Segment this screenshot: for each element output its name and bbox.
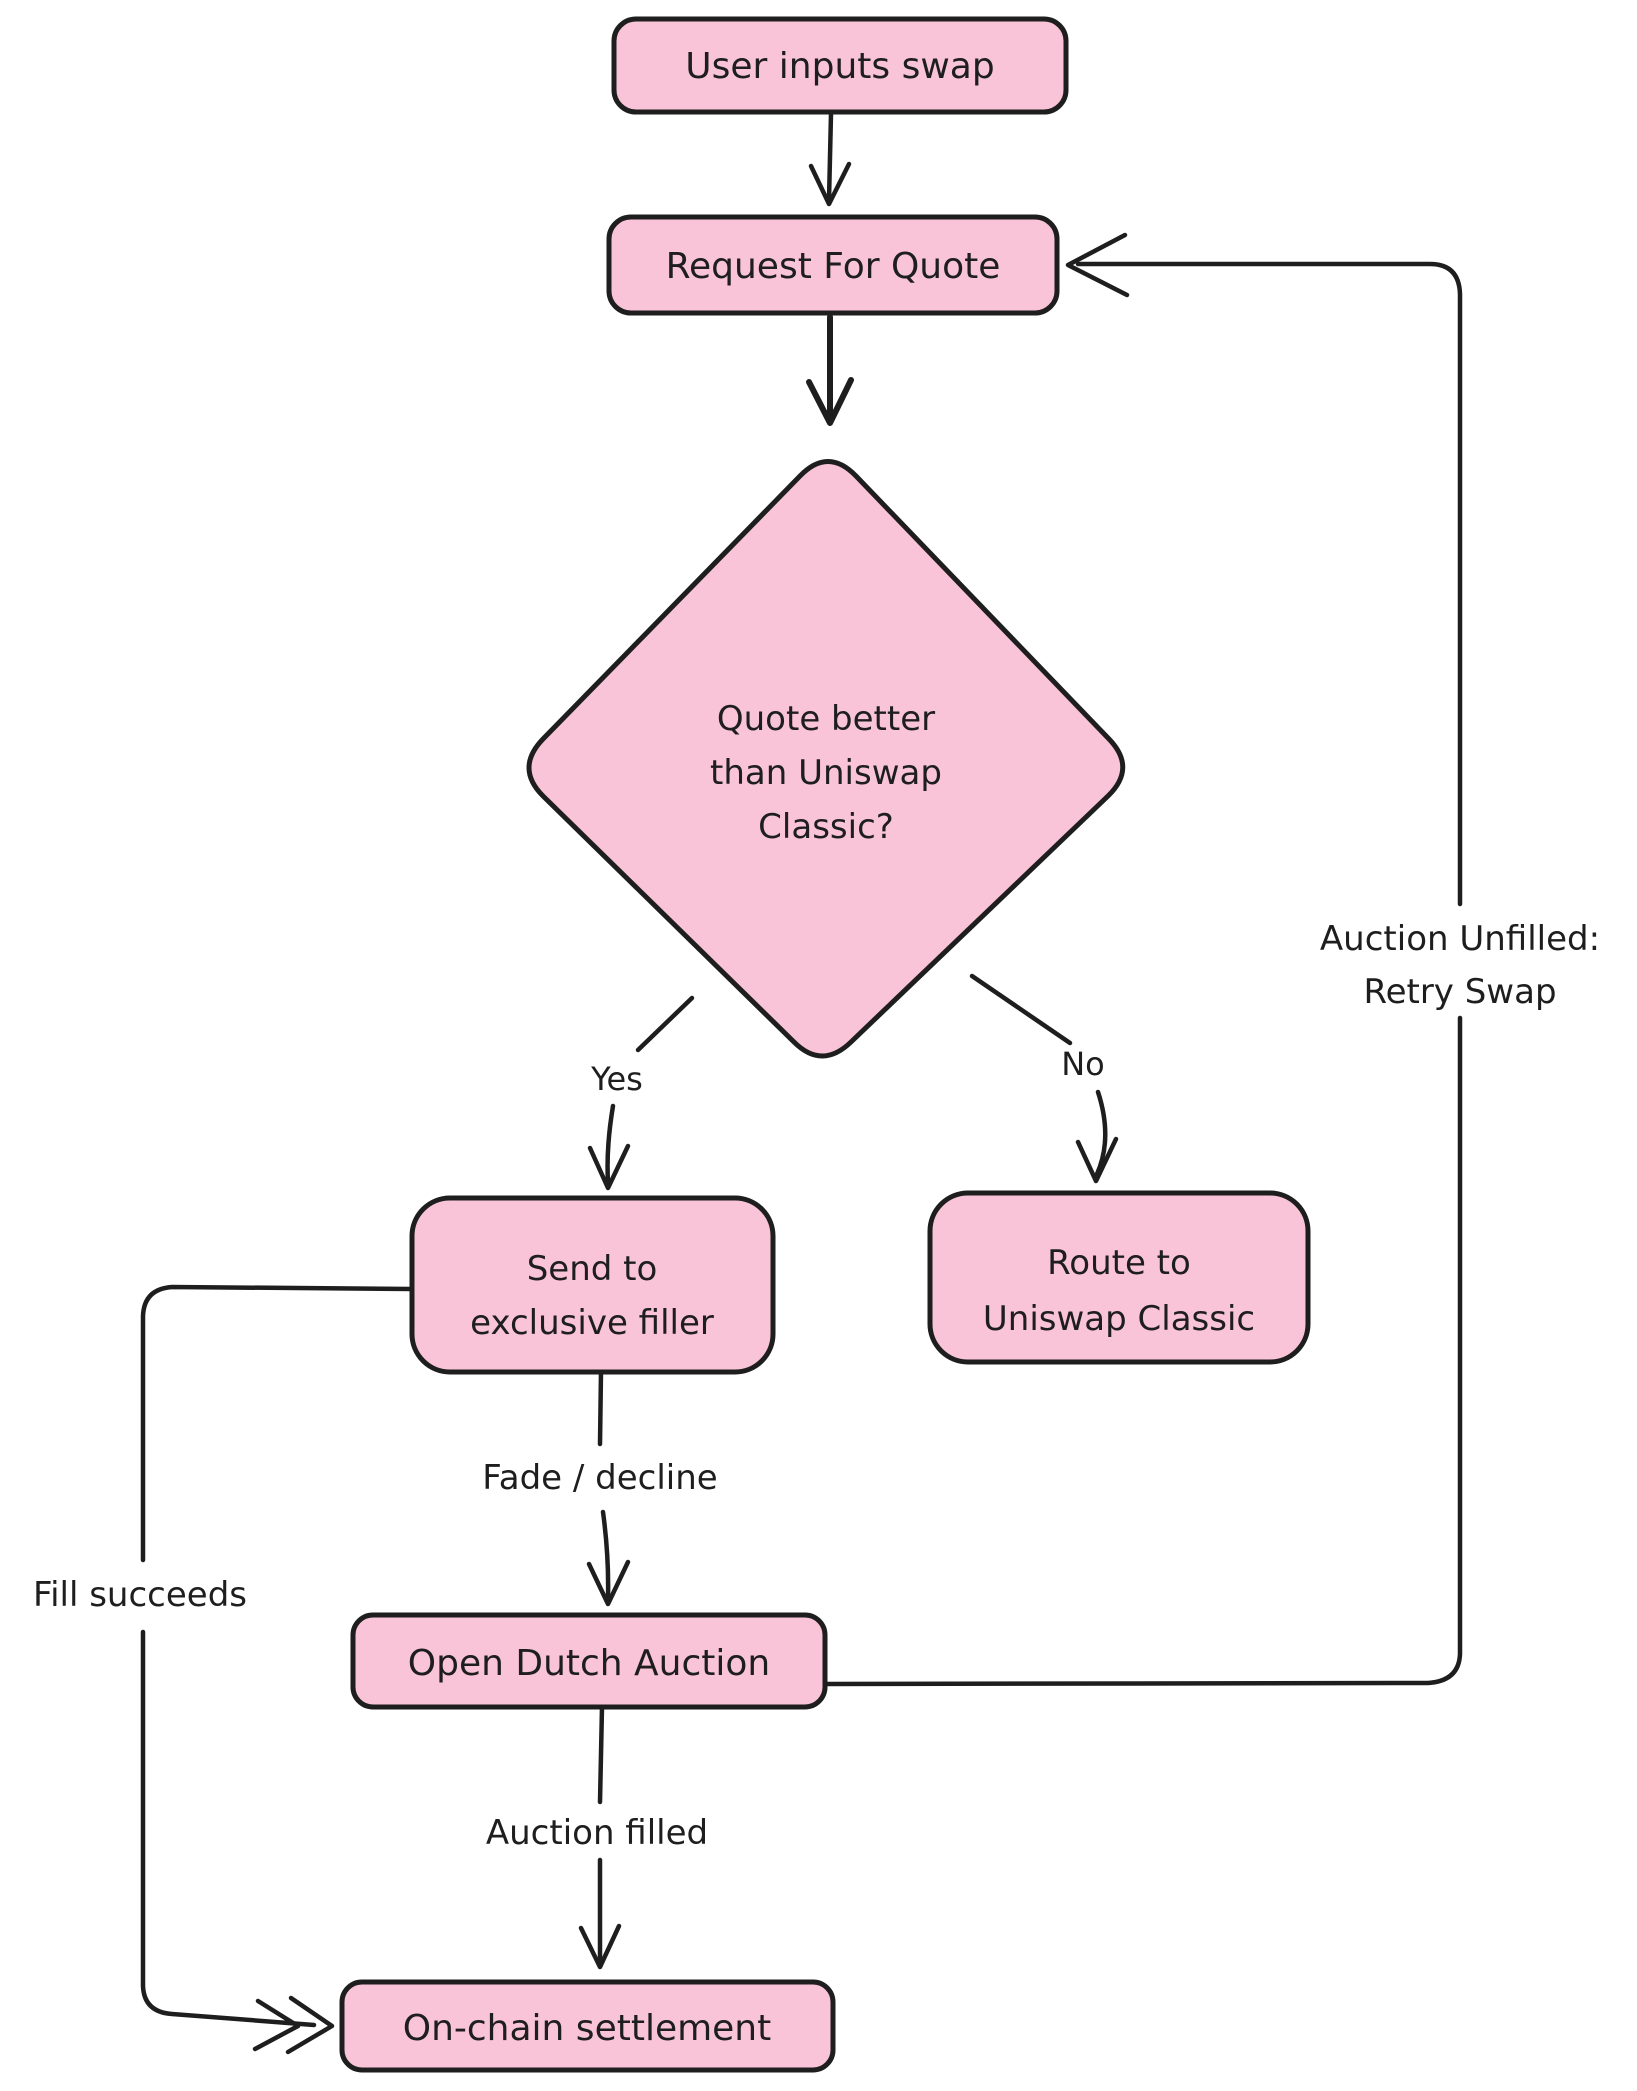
node-decision-quote-better: Quote better than Uniswap Classic? [526,459,1126,1059]
edge-line [826,111,834,203]
edge-label-fill-succeeds: Fill succeeds [33,1575,247,1615]
arrowhead-down-icon [1075,1136,1119,1184]
node-box [927,1190,1311,1365]
node-label-line1: Quote better [717,699,935,739]
edge-yes: Yes [587,995,695,1191]
node-box [339,1979,836,2073]
edge-line [605,1103,616,1185]
edge-line [140,1284,415,1563]
edge-label-yes: Yes [590,1060,643,1098]
node-request-for-quote: Request For Quote [606,214,1060,316]
node-label-line2: than Uniswap [710,753,942,793]
edge-line [597,1704,605,1805]
edge-fade-decline: Fade / decline [482,1369,718,1607]
node-label-line2: Uniswap Classic [983,1299,1255,1339]
arrowhead-down-icon [578,1923,622,1970]
edge-line [1094,1089,1108,1177]
node-label-line1: Send to [527,1249,658,1289]
node-route-to-uniswap-classic: Route to Uniswap Classic [927,1190,1311,1365]
arrowhead-right-icon [285,1995,335,2055]
edge-line [140,1629,317,2028]
decision-diamond [526,459,1126,1059]
arrowhead-down-icon [587,1143,631,1191]
edge-line [600,1509,611,1601]
edge-line [635,995,695,1053]
node-label-line2: exclusive filler [470,1303,714,1343]
edge-label-auction-filled: Auction filled [486,1813,708,1853]
edge-user-to-rfq [808,111,852,207]
node-label: User inputs swap [685,46,994,87]
edge-label-auction-unfilled-1: Auction Unfilled: [1320,919,1600,959]
edge-label-auction-unfilled-2: Retry Swap [1363,972,1556,1012]
edge-line [823,1015,1463,1687]
edge-auction-unfilled-retry: Auction Unfilled: Retry Swap [823,232,1600,1687]
node-box [350,1612,828,1710]
node-box [409,1195,776,1375]
arrowhead-right-icon [252,1998,301,2052]
node-label: Request For Quote [666,246,1001,287]
node-box [611,16,1069,115]
node-send-to-exclusive-filler: Send to exclusive filler [409,1195,776,1375]
node-label-line3: Classic? [758,807,894,847]
arrowhead-down-icon [586,1559,631,1607]
arrowhead-down-icon [808,161,852,207]
node-on-chain-settlement: On-chain settlement [339,1979,836,2073]
edge-label-no: No [1061,1045,1105,1083]
node-user-inputs-swap: User inputs swap [611,16,1069,115]
edge-line [597,1369,604,1447]
edge-line [969,973,1073,1046]
node-label: Open Dutch Auction [408,1643,771,1684]
node-label: On-chain settlement [403,2008,772,2049]
arrowhead-left-icon [1065,232,1130,298]
arrowhead-down-icon [806,377,854,426]
edge-label-fade-decline: Fade / decline [482,1458,717,1498]
edge-rfq-to-decision [806,314,854,426]
node-box [606,214,1060,316]
edge-line [1075,261,1463,907]
edge-auction-filled: Auction filled [486,1704,708,1970]
node-open-dutch-auction: Open Dutch Auction [350,1612,828,1710]
edge-fill-succeeds: Fill succeeds [33,1284,415,2055]
node-label-line1: Route to [1047,1243,1191,1283]
edge-no: No [969,973,1119,1184]
